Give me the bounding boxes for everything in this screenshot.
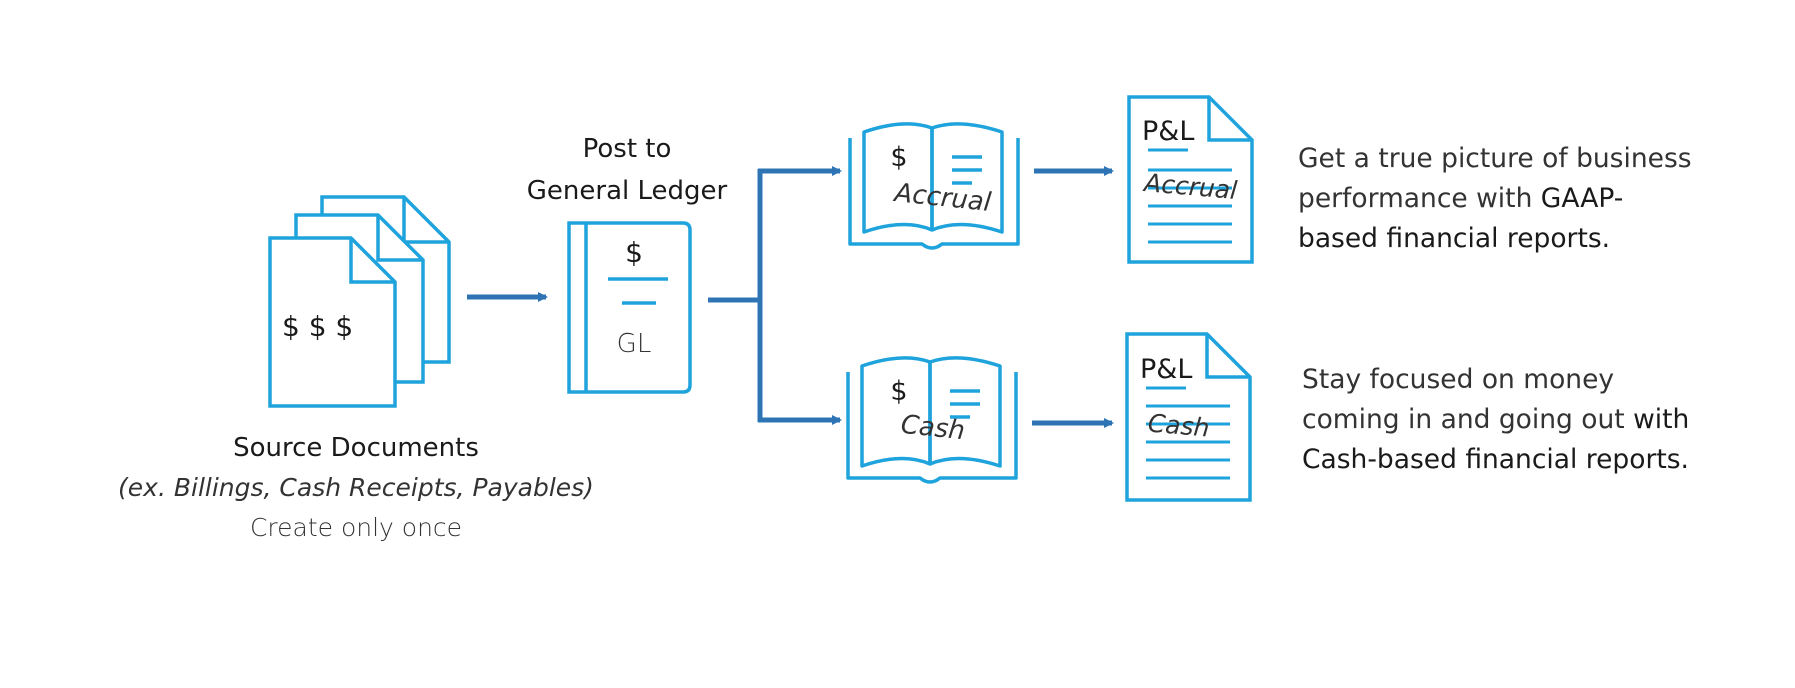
stacked-documents-icon [268, 195, 451, 408]
ledger-title-line2: General Ledger [527, 176, 728, 206]
accrual-description-line2b: GAAP- [1540, 183, 1624, 214]
cash-description-line2a: coming in and going out [1302, 404, 1634, 435]
accrual-description-line3: based financial reports. [1298, 219, 1692, 259]
cash-description-line2b: with [1633, 404, 1690, 435]
accrual-report-label: Accrual [1141, 168, 1238, 205]
cash-report-label: Cash [1147, 408, 1211, 442]
cash-description-line1: Stay focused on money [1302, 364, 1615, 395]
accrual-description-line3-text: based financial reports. [1298, 223, 1611, 254]
open-book-icon [848, 122, 1020, 250]
source-title: Source Documents [233, 433, 479, 463]
accrual-description-line2a: performance with [1298, 183, 1541, 214]
open-book-icon [846, 356, 1018, 484]
split-connector [708, 166, 842, 425]
accrual-description-line2: performance with GAAP- [1298, 179, 1692, 219]
accrual-book-label: Accrual [891, 178, 993, 218]
cash-description: Stay focused on money coming in and goin… [1302, 360, 1689, 480]
cash-report-title: P&L [1140, 354, 1192, 385]
ledger-symbol: $ [625, 236, 643, 269]
accrual-book-symbol: $ [890, 142, 907, 173]
cash-book-symbol: $ [890, 376, 907, 407]
ledger-title-line1: Post to [583, 134, 672, 164]
cash-description-line3: Cash-based financial reports. [1302, 440, 1689, 480]
source-example: (ex. Billings, Cash Receipts, Payables) [118, 473, 594, 502]
source-note: Create only once [250, 513, 462, 542]
ledger-book-icon [567, 221, 692, 394]
cash-book-label: Cash [899, 410, 966, 447]
source-doc-symbol: $ $ $ [282, 310, 353, 343]
accrual-description: Get a true picture of business performan… [1298, 139, 1692, 259]
cash-description-line3-text: Cash-based financial reports. [1302, 444, 1689, 475]
report-document-icon [1127, 95, 1254, 264]
report-document-icon [1125, 332, 1252, 502]
accrual-report-title: P&L [1142, 116, 1194, 147]
ledger-label: GL [617, 329, 652, 359]
cash-description-line2: coming in and going out with [1302, 400, 1689, 440]
accrual-description-line1: Get a true picture of business [1298, 143, 1692, 174]
